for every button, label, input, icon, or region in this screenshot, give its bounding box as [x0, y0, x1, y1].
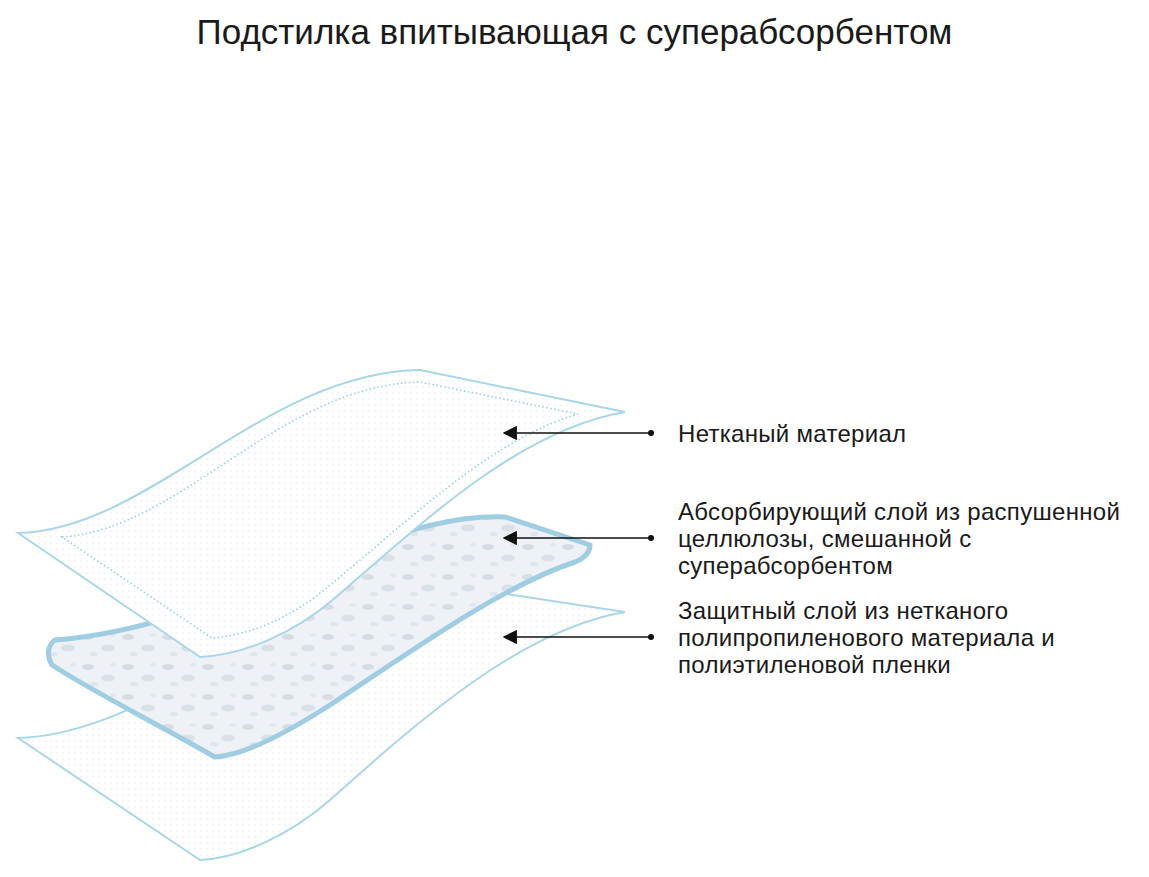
title: Подстилка впитывающая с суперабсорбентом — [197, 12, 953, 52]
seam-line — [62, 382, 578, 638]
leader-line — [504, 636, 650, 638]
leader-dot — [648, 634, 654, 640]
leader-line — [504, 432, 650, 434]
leader-dot — [648, 430, 654, 436]
leader-line — [504, 537, 650, 539]
leader-dot — [648, 535, 654, 541]
nonwoven-layer — [18, 370, 625, 657]
callout-label: Защитный слой из нетканого полипропилено… — [678, 597, 1140, 678]
callout-label: Абсорбирующий слой из распушенной целлюл… — [678, 498, 1140, 579]
callout-label: Нетканый материал — [678, 420, 1140, 447]
